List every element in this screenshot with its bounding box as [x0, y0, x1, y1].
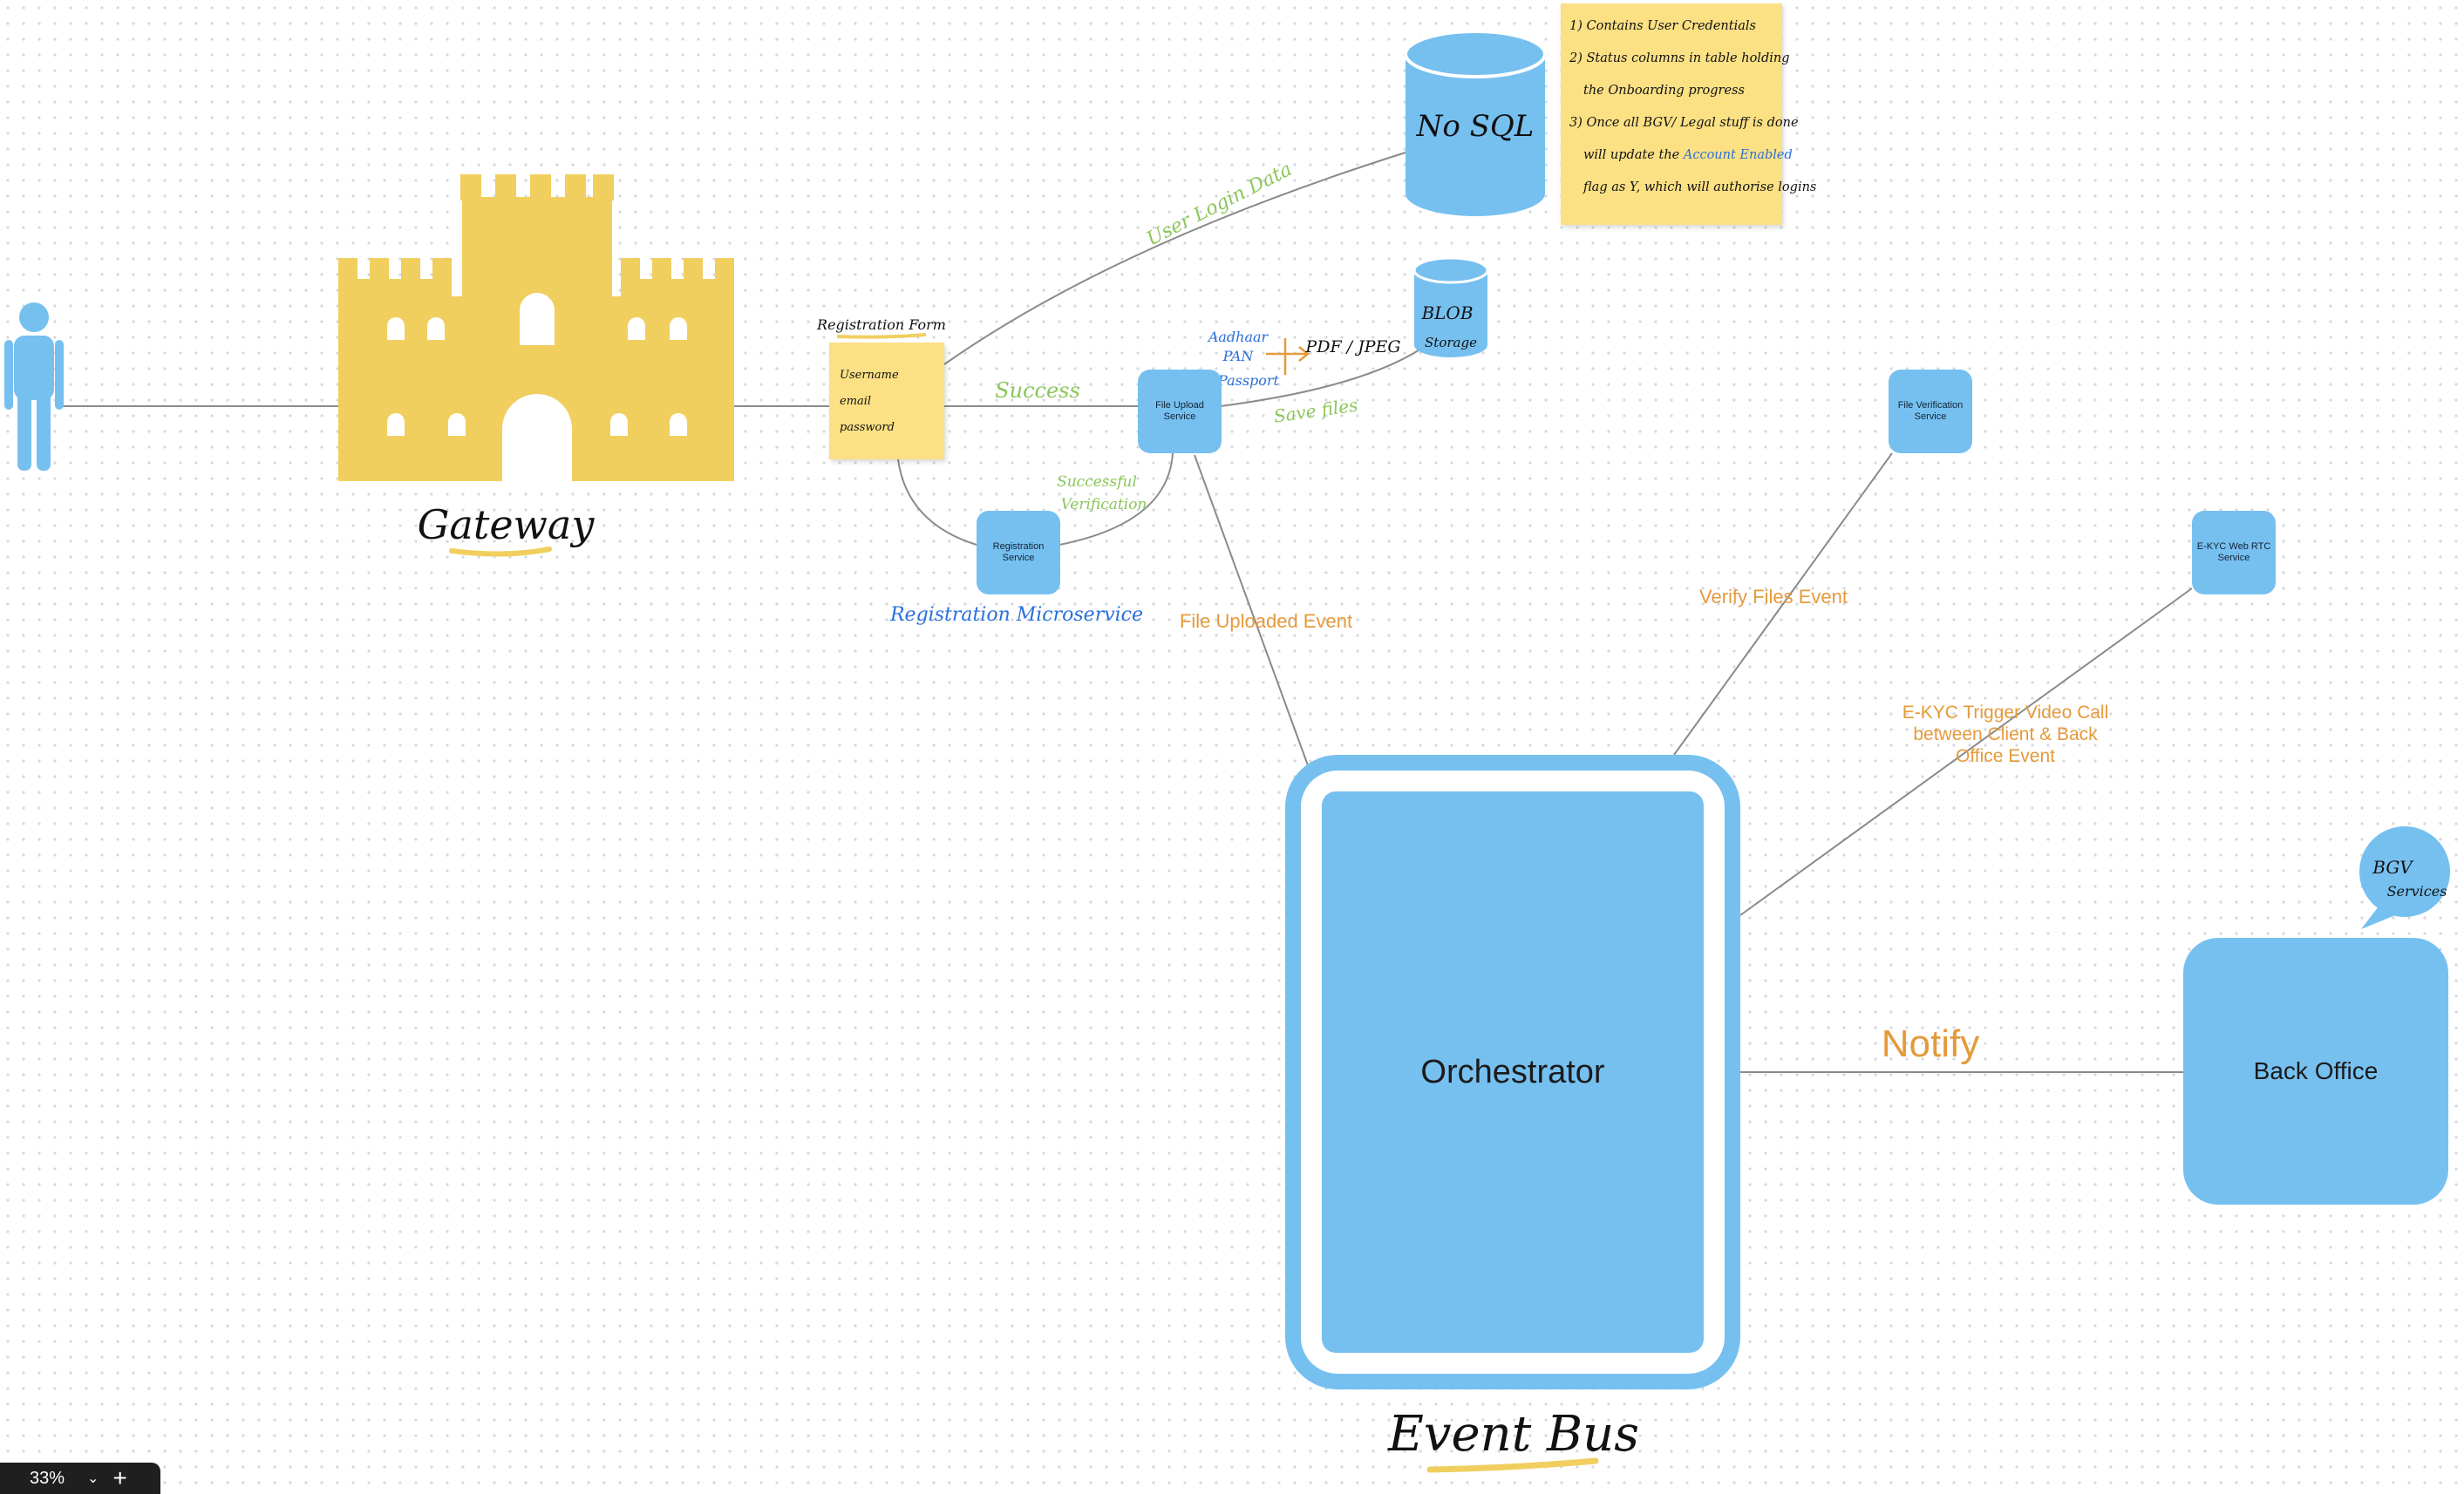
ekyc-service-box[interactable]: E-KYC Web RTC Service [2192, 511, 2276, 594]
bgv-label: BGV [2372, 857, 2414, 878]
bgv-services-label: Services [2387, 883, 2447, 900]
registration-microservice-label: Registration Microservice [889, 604, 1143, 626]
back-office-box[interactable]: Back Office [2183, 938, 2448, 1205]
note-line-1: 1) Contains User Credentials [1569, 19, 1756, 33]
chevron-down-icon[interactable]: ⌄ [87, 1471, 99, 1486]
doc-arrow-icon [1266, 338, 1310, 375]
zoom-level[interactable]: 33% [30, 1468, 65, 1488]
form-registration-line [897, 458, 977, 546]
file-verification-service-box[interactable]: File Verification Service [1889, 370, 1972, 453]
storage-label: Storage [1425, 335, 1477, 350]
registration-service-box[interactable]: Registration Service [977, 511, 1060, 594]
gateway-label: Gateway [418, 501, 596, 548]
edge-ekyc-line3: Office Event [1956, 746, 2055, 766]
edge-ekyc-line2: between Client & Back [1913, 724, 2098, 744]
connectors [63, 152, 2193, 1073]
note-account-enabled: Account Enabled [1683, 148, 1793, 162]
castle-windows [387, 293, 687, 481]
note-line-6: flag as Y, which will authorise logins [1583, 180, 1817, 194]
edge-notify: Notify [1882, 1022, 1979, 1065]
edge-successful-line2: Verification [1061, 496, 1147, 513]
event-bus-underline [1426, 1457, 1599, 1473]
nosql-database-icon [1404, 30, 1547, 216]
orchestrator-ekyc-line [1739, 587, 2193, 916]
bgv-speech-bubble-icon [2359, 826, 2450, 929]
edge-ekyc-line1: E-KYC Trigger Video Call [1902, 703, 2109, 723]
edge-save-files: Save files [1272, 394, 1358, 426]
gateway-underline [449, 547, 552, 557]
orchestrator-fileverification-line [1673, 452, 1893, 756]
note-line-3: the Onboarding progress [1583, 84, 1745, 98]
form-field-password: password [840, 421, 895, 434]
fileupload-orchestrator-line [1194, 454, 1309, 766]
form-field-username: Username [840, 369, 899, 382]
doc-type-aadhaar: Aadhaar [1207, 329, 1269, 345]
registration-form-title: Registration Form [816, 316, 946, 333]
zoom-control[interactable]: 33% ⌄ + [0, 1463, 160, 1494]
registration-form-underline [836, 333, 927, 339]
note-line-5: will update the Account Enabled [1569, 139, 1793, 172]
form-nosql-line [943, 152, 1406, 365]
event-bus-label: Event Bus [1387, 1406, 1639, 1463]
note-line-4: 3) Once all BGV/ Legal stuff is done [1569, 116, 1799, 130]
notes-sticky: 1) Contains User Credentials 2) Status c… [1561, 3, 1817, 225]
edge-successful-line1: Successful [1057, 473, 1137, 491]
zoom-in-plus-icon[interactable]: + [112, 1464, 127, 1491]
blob-label: BLOB [1420, 302, 1473, 323]
edge-user-login-data: User Login Data [1143, 159, 1296, 250]
nosql-label: No SQL [1416, 109, 1535, 144]
doc-type-passport: Passport [1217, 372, 1280, 389]
note-line-5-text: will update the [1583, 148, 1680, 162]
blob-storage-icon [1412, 256, 1489, 357]
user-person-icon [4, 302, 64, 471]
registration-form-sticky: Username email password [829, 343, 944, 459]
edge-verify-files-event: Verify Files Event [1699, 586, 1848, 608]
fileupload-blob-line [1220, 348, 1422, 407]
doc-format-label: PDF / JPEG [1304, 337, 1400, 357]
file-upload-service-box[interactable]: File Upload Service [1138, 370, 1222, 453]
orchestrator-box[interactable]: Orchestrator [1322, 791, 1704, 1353]
note-line-2: 2) Status columns in table holding [1569, 51, 1790, 65]
edge-success: Success [995, 378, 1080, 403]
registration-fileupload-line [1058, 452, 1174, 546]
form-field-email: email [840, 395, 872, 408]
doc-type-pan: PAN [1222, 348, 1255, 364]
edge-file-uploaded-event: File Uploaded Event [1180, 610, 1352, 632]
